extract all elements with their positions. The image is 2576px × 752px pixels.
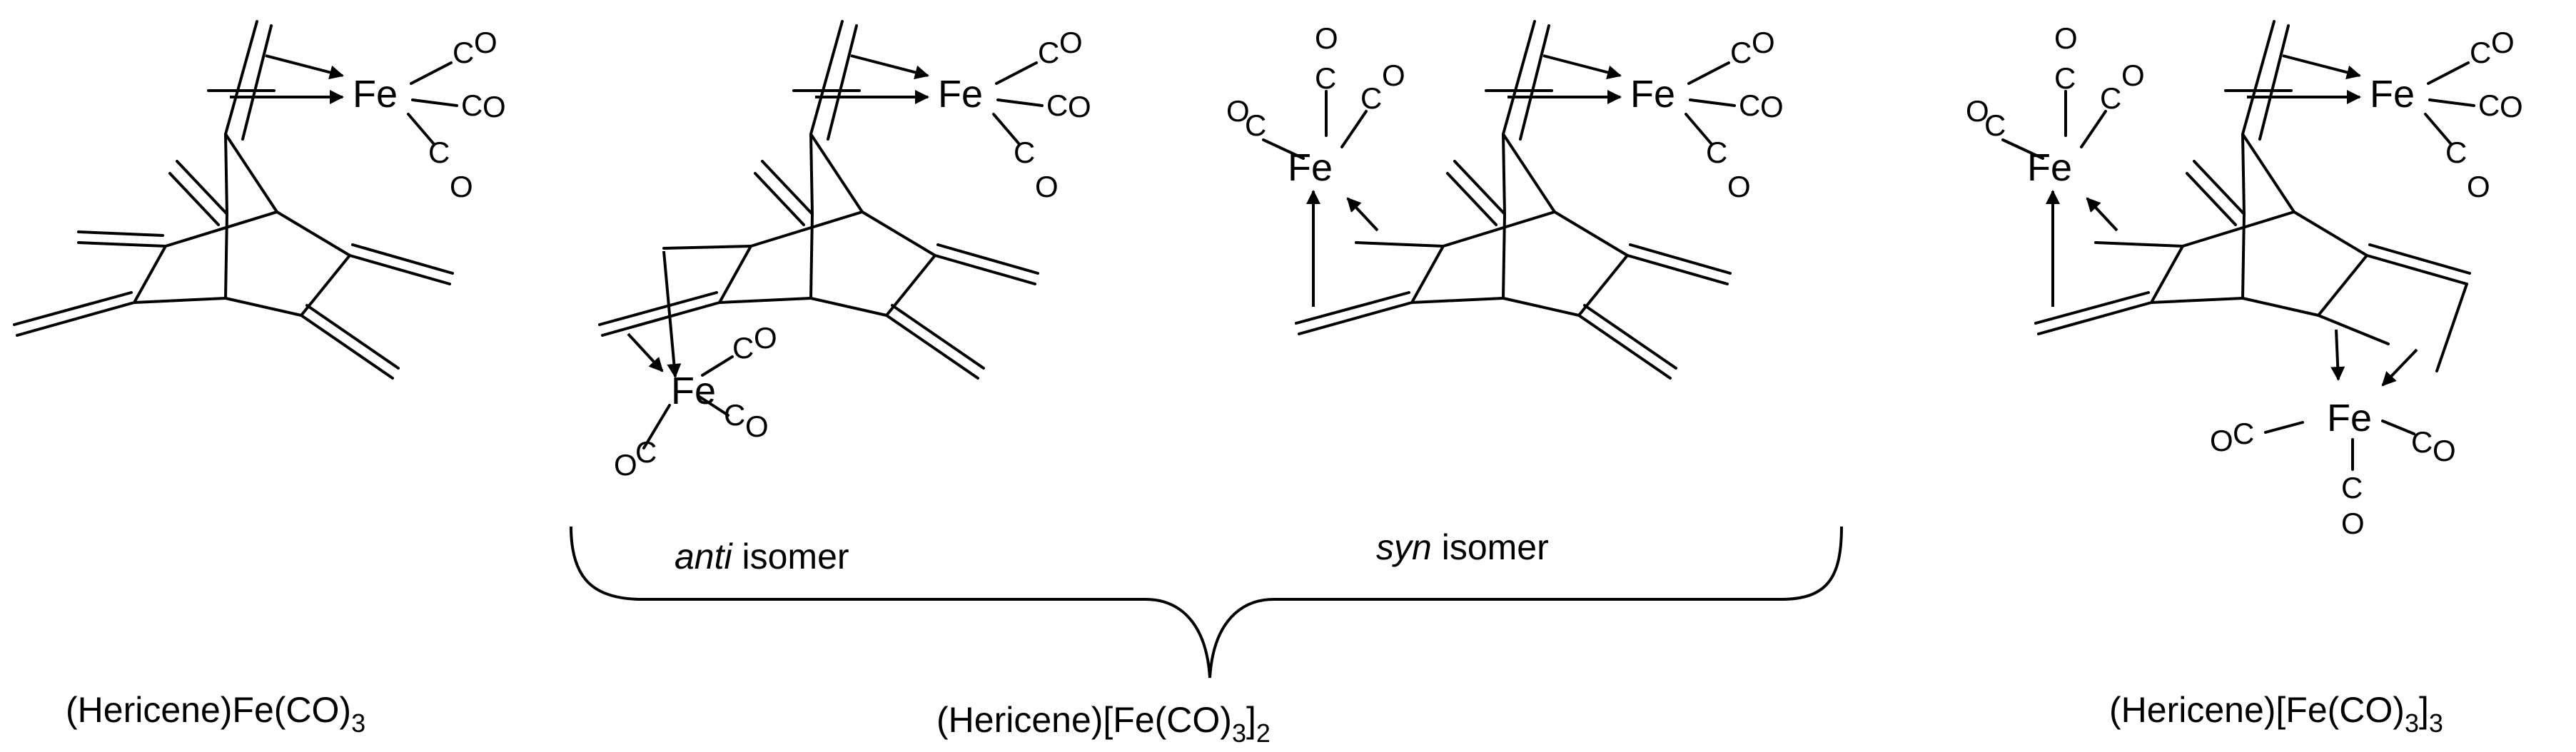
caption-mono-iron: (Hericene)Fe(CO)3: [66, 690, 365, 738]
mono-iron-structure: [13, 21, 506, 380]
tri-iron-structure: [1966, 21, 2523, 540]
caption-tri-iron: (Hericene)[Fe(CO)3]3: [2109, 690, 2443, 738]
syn-isomer-label: syn isomer: [1376, 527, 1549, 567]
anti-isomer-label: anti isomer: [675, 537, 849, 576]
syn-isomer-structure: [1226, 21, 1784, 380]
anti-isomer-structure: [600, 21, 1091, 482]
isomer-brace: [570, 526, 1843, 679]
caption-di-iron: (Hericene)[Fe(CO)3]2: [936, 700, 1271, 748]
